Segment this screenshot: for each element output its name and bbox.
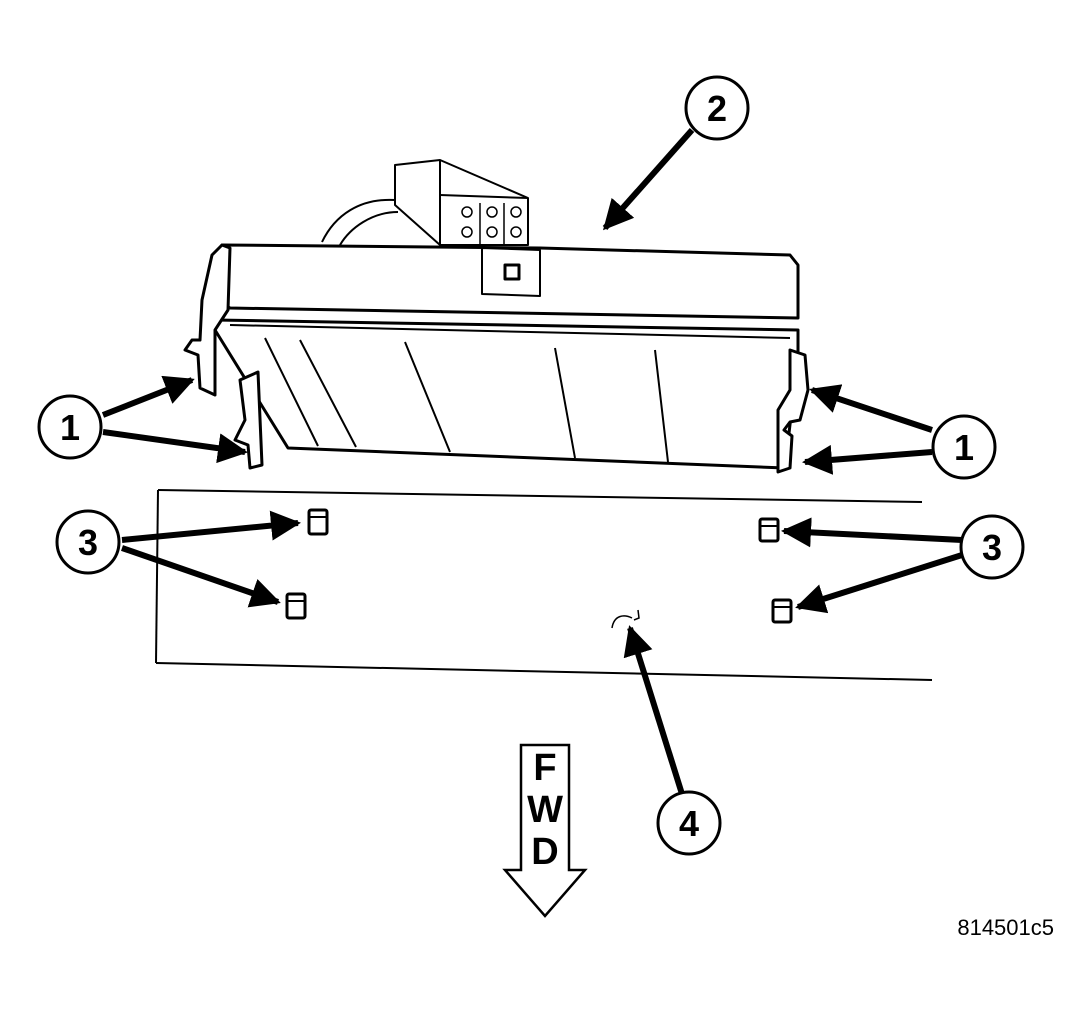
callout-1-left: 1 [37,394,103,460]
svg-text:3: 3 [78,522,98,563]
callout-3-right: 3 [959,514,1025,580]
callout-3-left: 3 [55,509,121,575]
callout-4: 4 [656,790,722,856]
locator-hole [611,609,640,629]
svg-text:4: 4 [679,803,699,844]
callout-1-right: 1 [931,414,997,480]
svg-text:1: 1 [60,407,80,448]
module [183,159,810,474]
pin-front-right [758,517,780,543]
svg-text:3: 3 [982,527,1002,568]
mounting-pins [285,508,793,624]
forward-direction-arrow: F W D [502,743,588,918]
pin-front-left [307,508,329,536]
mounting-panel [155,489,933,681]
fwd-letter-w: W [527,789,563,831]
svg-text:2: 2 [707,88,727,129]
pin-rear-right [771,598,793,624]
fwd-letter-d: D [531,831,558,873]
callout-2: 2 [684,75,750,141]
figure-code: 814501c5 [957,915,1054,940]
svg-text:1: 1 [954,427,974,468]
pin-rear-left [285,592,307,620]
leader-arrows [101,128,963,795]
fwd-letter-f: F [533,747,556,789]
